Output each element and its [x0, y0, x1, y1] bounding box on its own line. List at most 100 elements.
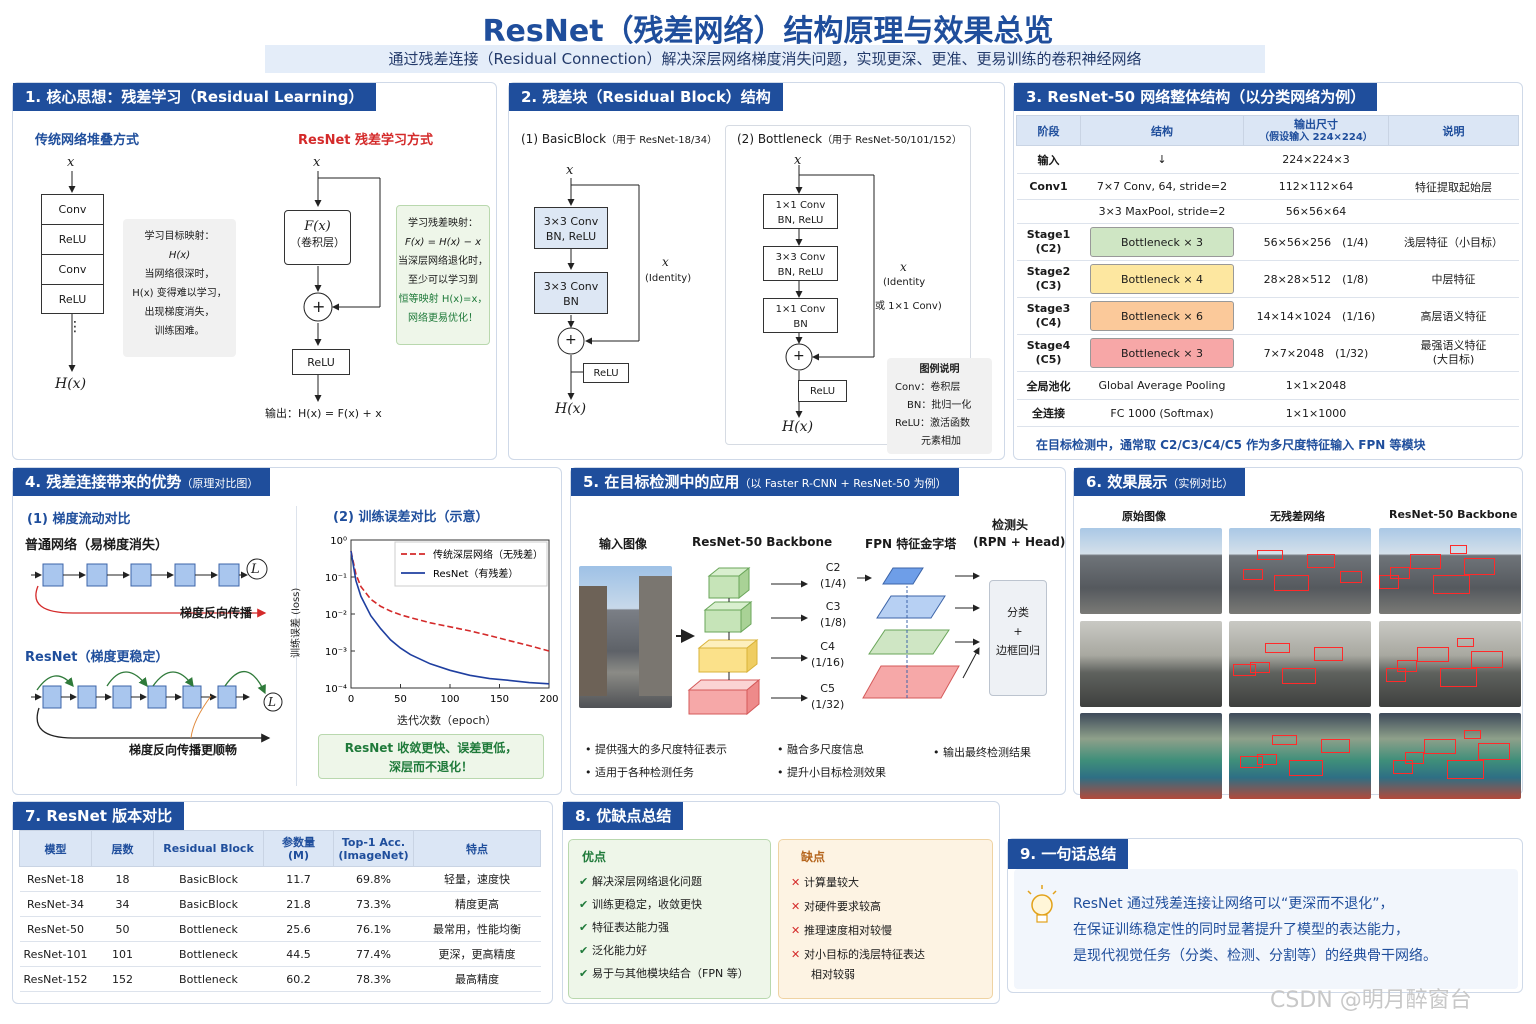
street-input-image	[579, 566, 672, 708]
traditional-stack: Conv ReLU Conv ReLU	[41, 194, 104, 314]
input-x-label: x	[67, 155, 75, 170]
lightbulb-icon	[1027, 885, 1057, 923]
loss-symbol: L	[251, 562, 260, 577]
output-hx-label: H(x)	[55, 376, 87, 392]
detection-pipeline-diagram	[676, 566, 980, 716]
detection-box	[1390, 566, 1411, 579]
pros-box: 优点 ✔ 解决深层网络退化问题 ✔ 训练更稳定，收敛更快 ✔ 特征表达能力强 ✔…	[568, 839, 771, 999]
x-tick-label: 150	[490, 694, 509, 705]
result-image	[1080, 621, 1222, 707]
note-line: 至少可以学习到	[408, 275, 478, 286]
input-x-label: x	[794, 153, 802, 168]
detection-box	[1450, 545, 1468, 554]
input-image-label: 输入图像	[599, 537, 648, 551]
panel-advantages: 4. 残差连接带来的优势（原理对比图） (1) 梯度流动对比 普通网络（易梯度消…	[12, 467, 562, 795]
detection-box	[1478, 743, 1510, 761]
detection-box	[1404, 751, 1425, 764]
loss-chart-title: (2) 训练误差对比（示意）	[333, 510, 489, 525]
result-image	[1229, 713, 1371, 799]
fpn-p2	[882, 567, 924, 585]
summary-text: ResNet 通过残差连接让网络可以“更深而不退化”，在保证训练稳定性的同时显著…	[1073, 896, 1437, 964]
relu-block: ReLU	[798, 380, 847, 402]
pros-title: 优点	[582, 850, 607, 864]
ellipsis: ⋮	[68, 319, 82, 335]
resnet-chain	[31, 670, 283, 743]
detection-box	[1417, 646, 1449, 663]
panel-core-idea: 1. 核心思想：残差学习（Residual Learning） 传统网络堆叠方式…	[12, 82, 497, 460]
cons-list: ✕ 计算量较大 ✕ 对硬件要求较高 ✕ 推理速度相对较慢 ✕ 对小目标的浅层特征…	[791, 876, 926, 981]
panel-title: 3. ResNet-50 网络整体结构（以分类网络为例）	[1014, 83, 1378, 111]
x-tick-label: 0	[348, 694, 354, 705]
note-line: F(x) = H(x) − x	[404, 237, 482, 248]
output-formula: 输出：H(x) = F(x) + x	[265, 407, 382, 420]
detection-box	[1271, 734, 1298, 745]
bottleneck-title: (2) Bottleneck（用于 ResNet-50/101/152）	[737, 132, 962, 146]
cons-box: 缺点 ✕ 计算量较大 ✕ 对硬件要求较高 ✕ 推理速度相对较慢 ✕ 对小目标的浅…	[778, 839, 993, 999]
panel-results: 6. 效果展示（实例对比） 原始图像 无残差网络 ResNet-50 Backb…	[1073, 467, 1523, 799]
backbone-c2	[707, 566, 751, 600]
detection-box	[1321, 738, 1350, 753]
detection-box	[1307, 553, 1336, 568]
fpn-bullets: • 融合多尺度信息• 提升小目标检测效果	[777, 743, 886, 779]
note-line: 恒等映射 H(x)=x，	[398, 294, 488, 305]
loss-symbol: L	[268, 695, 276, 709]
note-line: 学习目标映射：	[144, 231, 215, 242]
conclusion-box: ResNet 收敛更快、误差更低，深层而不退化！	[318, 734, 544, 779]
add-symbol: +	[565, 332, 577, 348]
level-c4: C4(1/16)	[811, 640, 845, 669]
detection-box	[1288, 760, 1323, 776]
plain-chain	[31, 558, 268, 618]
panel-title: 4. 残差连接带来的优势（原理对比图）	[13, 468, 271, 496]
panel-pros-cons: 8. 优缺点总结 优点 ✔ 解决深层网络退化问题 ✔ 训练更稳定，收敛更快 ✔ …	[562, 801, 1000, 1004]
result-image	[1379, 713, 1521, 799]
head-sub-label: (RPN + Head)	[973, 535, 1066, 549]
gradient-flow-diagram	[31, 558, 283, 743]
pros-list: ✔ 解决深层网络退化问题 ✔ 训练更稳定，收敛更快 ✔ 特征表达能力强 ✔ 泛化…	[579, 875, 749, 980]
result-image	[1229, 528, 1371, 614]
structure-table: 阶段 结构 输出尺寸（假设输入 224×224） 说明 输入↓224×224×3…	[1016, 115, 1519, 427]
note-line: 网络更易优化！	[408, 313, 478, 324]
detection-box	[1257, 754, 1278, 765]
identity-label: 或 1×1 Conv)	[875, 301, 942, 312]
detection-box	[1240, 756, 1264, 769]
detection-box	[1257, 549, 1283, 560]
result-image	[1379, 528, 1521, 614]
detection-head-box: 分类+边框回归	[989, 580, 1047, 696]
note-line: 学习残差映射：	[408, 218, 478, 229]
detection-box	[1447, 760, 1485, 780]
plain-backprop-label: 梯度反向传播	[180, 606, 253, 620]
resnet-title: ResNet 残差学习方式	[298, 133, 434, 148]
panel-title: 1. 核心思想：残差学习（Residual Learning）	[13, 83, 376, 111]
backbone-c3	[703, 600, 753, 634]
x-tick-label: 100	[440, 694, 459, 705]
level-c2: C2(1/4)	[820, 561, 847, 590]
detection-box	[1264, 642, 1291, 653]
note-line: H(x)	[168, 250, 191, 261]
chart-y-axis-label: 训练误差 (loss)	[291, 587, 302, 658]
backbone-label: ResNet-50 Backbone	[692, 535, 833, 549]
add-symbol: +	[312, 297, 326, 316]
y-tick-label: 10⁰	[330, 536, 347, 547]
identity-label: (Identity)	[645, 273, 692, 284]
detection-box	[1471, 651, 1503, 669]
conv-layer: Conv	[42, 195, 103, 225]
relu-block: ReLU	[583, 363, 629, 383]
legend-label: ResNet（有残差）	[433, 567, 518, 580]
relu-layer: ReLU	[58, 293, 87, 306]
panel-title: 9. 一句话总结	[1008, 839, 1129, 869]
version-table: 模型 层数 Residual Block 参数量(M) Top-1 Acc.(I…	[19, 830, 541, 992]
panel-title: 6. 效果展示（实例对比）	[1074, 468, 1246, 496]
y-tick-label: 10⁻³	[325, 647, 347, 658]
watermark: CSDN @明月醉窗台	[1270, 988, 1472, 1013]
note-line: 当网络很深时，	[144, 269, 215, 280]
